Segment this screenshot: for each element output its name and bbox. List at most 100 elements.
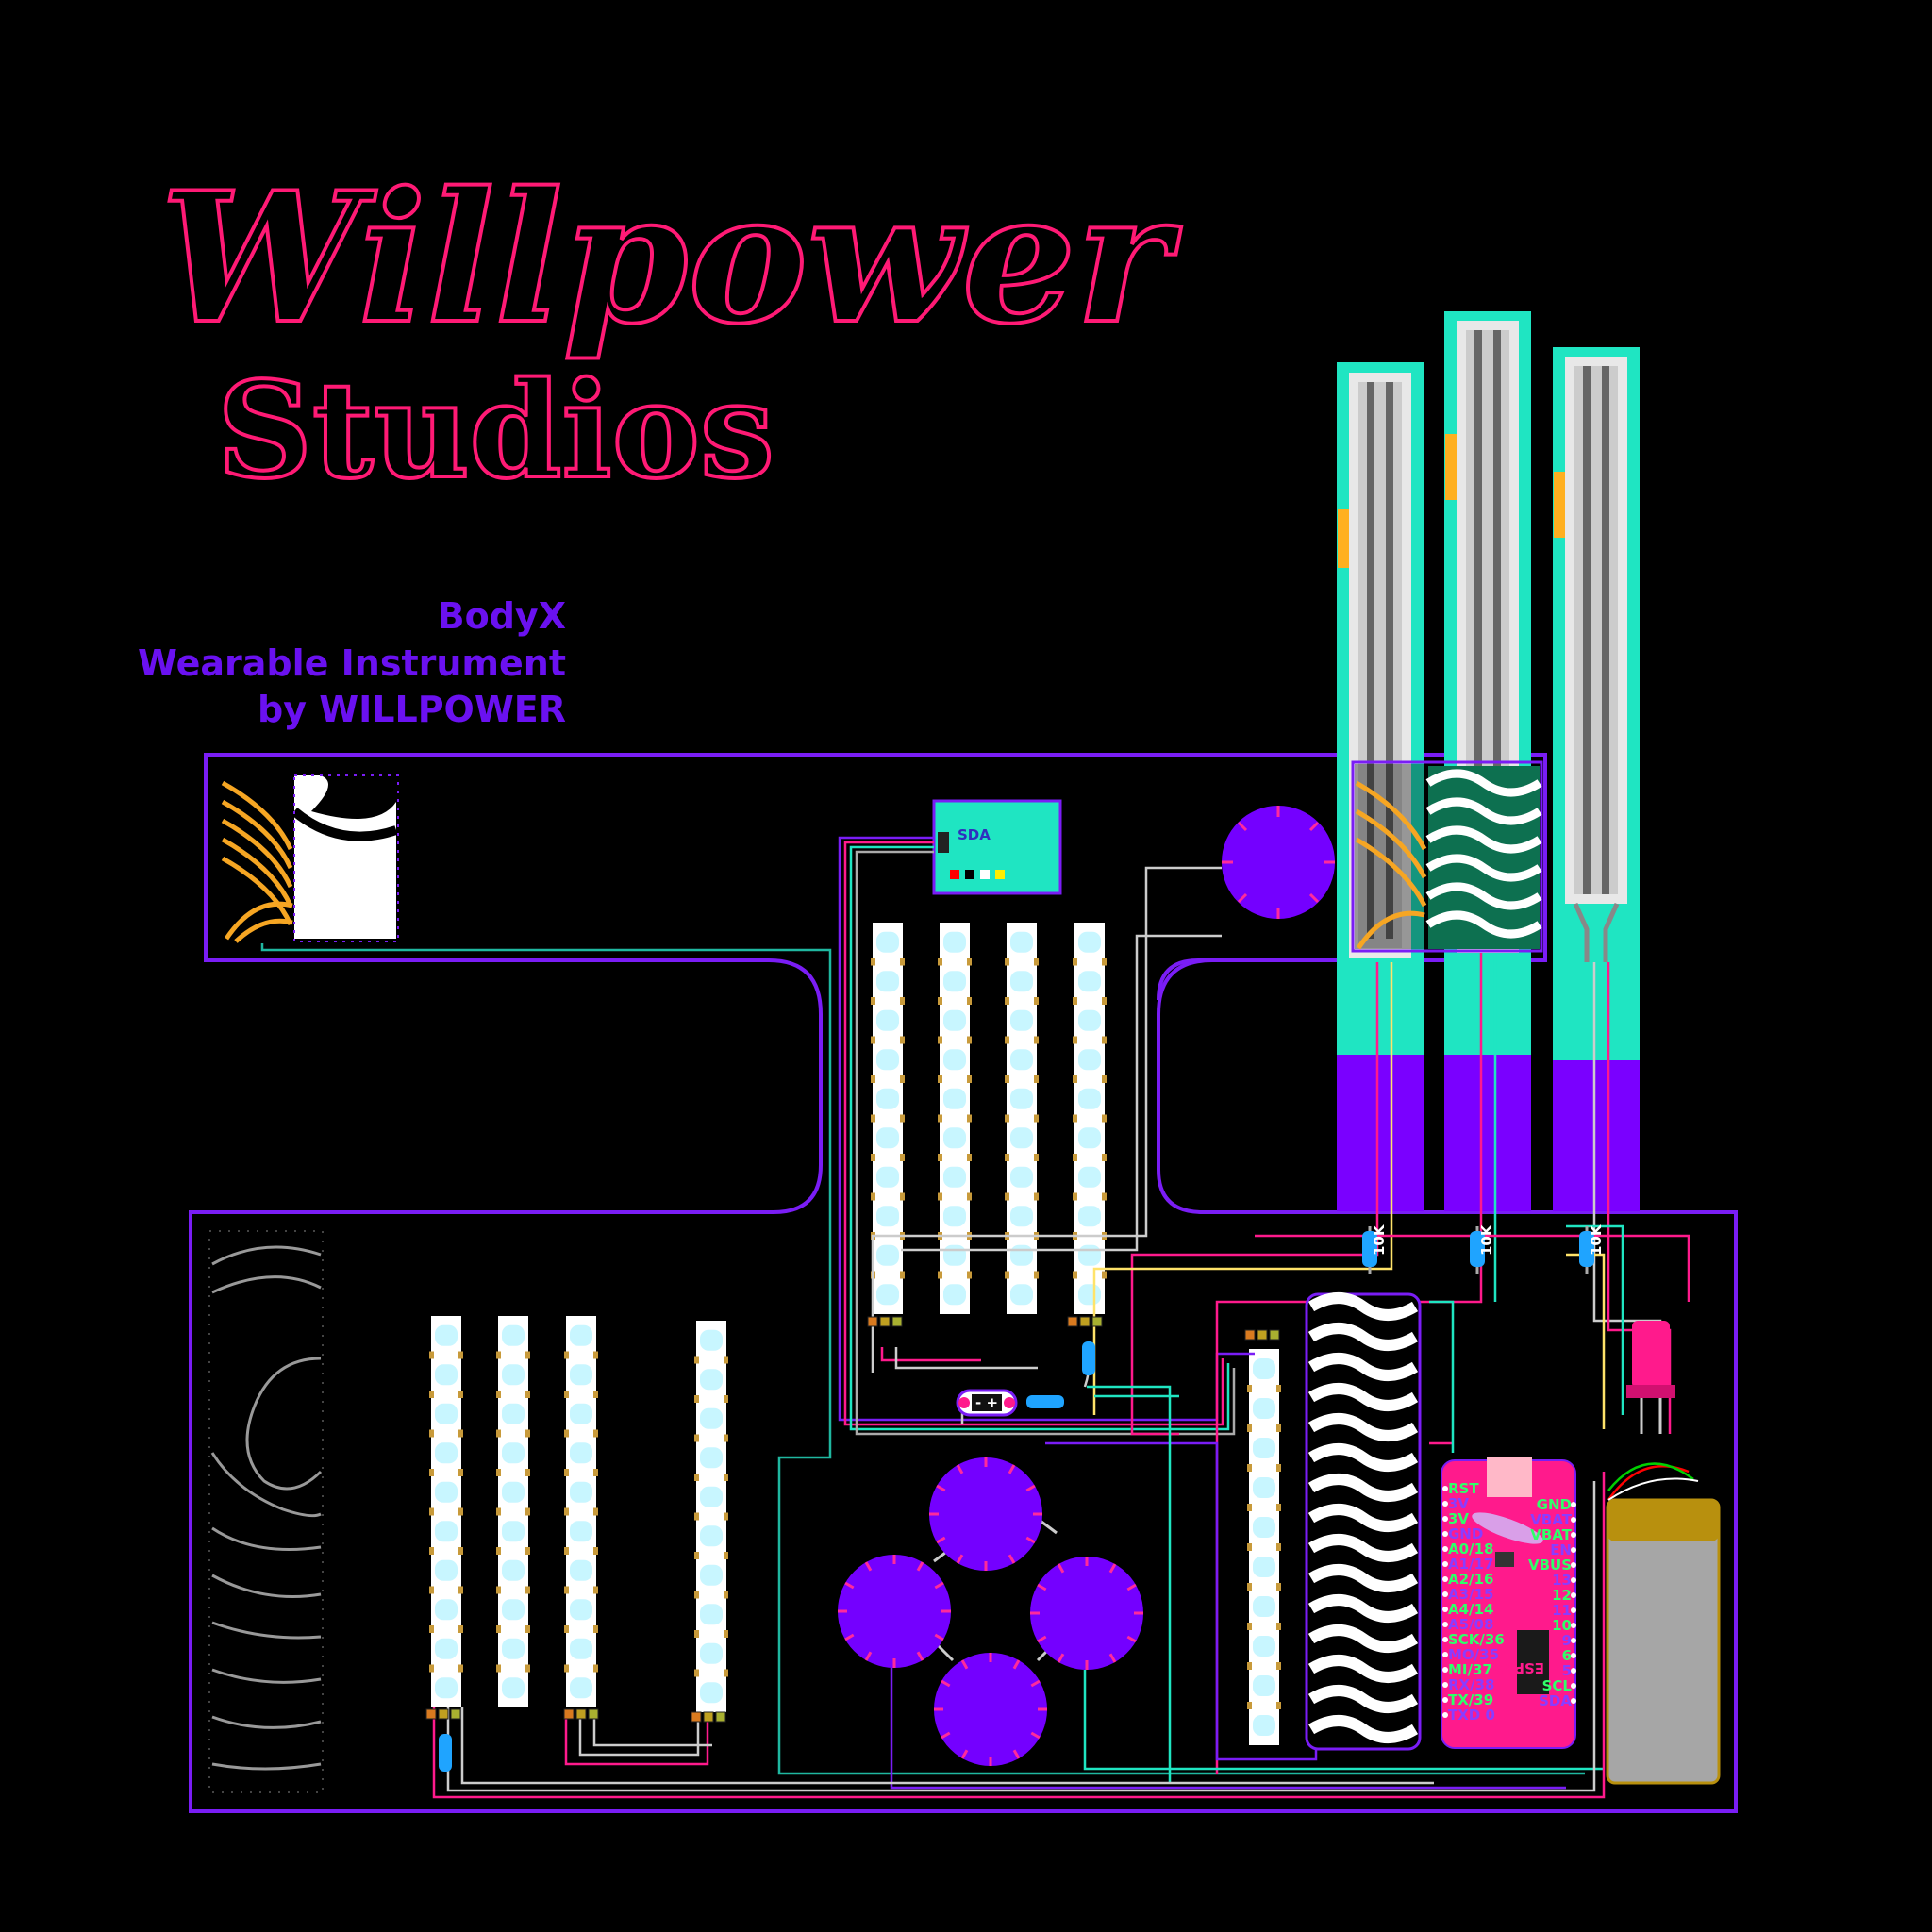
esp32-pin-left: A5/08 <box>1448 1616 1493 1633</box>
led-strips-upper <box>871 923 1107 1314</box>
led-pixel <box>502 1324 525 1346</box>
textile-swatch-left <box>221 774 399 943</box>
esp32-pin-left: A3/15 <box>1448 1586 1493 1603</box>
touch-pad-top <box>1222 806 1335 919</box>
led-pixel <box>1010 1009 1033 1031</box>
battery <box>1606 1462 1721 1785</box>
touch-pad-1 <box>929 1457 1042 1571</box>
esp32-pin-right: VBAT <box>1530 1526 1572 1543</box>
led-pixel <box>1010 1244 1033 1266</box>
led-pixel <box>1253 1477 1275 1498</box>
led-pixel <box>570 1559 592 1581</box>
led-pixel <box>1078 1166 1101 1188</box>
connector-5 <box>691 1711 726 1723</box>
led-pixel <box>943 1244 966 1266</box>
led-pixel <box>943 971 966 992</box>
led-pixel <box>943 1009 966 1031</box>
led-pixel <box>700 1604 723 1625</box>
led-pixel <box>435 1559 458 1581</box>
esp32-pin-right: 10 <box>1552 1617 1572 1634</box>
led-pixel <box>1010 1088 1033 1109</box>
esp32-pin-right: SDA <box>1539 1692 1572 1709</box>
led-pixel <box>570 1521 592 1542</box>
power-switch: - + <box>956 1389 1018 1417</box>
led-pixel <box>700 1682 723 1704</box>
led-pixel <box>943 1127 966 1149</box>
resistor-3: 10K <box>1579 1224 1605 1274</box>
esp32-label: ESP32 S3 <box>1470 1659 1544 1676</box>
led-pixel <box>1010 1049 1033 1071</box>
esp32-pin-left: RX/38 <box>1448 1676 1494 1693</box>
led-pixel <box>435 1481 458 1503</box>
esp32-pin-right: 11 <box>1552 1602 1572 1619</box>
power-switch-symbol: - + <box>975 1394 998 1411</box>
led-pixel <box>502 1677 525 1699</box>
led-pixel <box>435 1364 458 1386</box>
led-strip-upper-1 <box>871 923 905 1314</box>
led-pixel <box>570 1364 592 1386</box>
led-pixel <box>876 931 899 953</box>
led-pixel <box>700 1407 723 1429</box>
textile-swatch-wave <box>1305 1292 1422 1751</box>
led-strip-upper-4 <box>1073 923 1107 1314</box>
led-pixel <box>1253 1358 1275 1379</box>
led-pixel <box>570 1677 592 1699</box>
led-pixel <box>435 1521 458 1542</box>
led-pixel <box>570 1442 592 1464</box>
esp32-board: ESP32 S3 RST3V3VGNDA0/18A1/17A2/16A3/15A… <box>1441 1457 1576 1749</box>
esp32-pin-left: TX/39 <box>1448 1691 1493 1708</box>
subtitle-line-2: Wearable Instrument <box>138 642 566 684</box>
willpower-studios-logo: Willpower Studios <box>158 151 1184 510</box>
resistor-2-label: 10K <box>1478 1224 1495 1256</box>
led-pixel <box>570 1324 592 1346</box>
sensor-module: SDA <box>932 799 1062 895</box>
led-pixel <box>502 1364 525 1386</box>
flex-sensor-1 <box>1337 362 1424 1211</box>
led-pixel <box>570 1638 592 1659</box>
led-pixel <box>570 1481 592 1503</box>
led-strip-lower-3 <box>564 1316 598 1707</box>
led-pixel <box>700 1525 723 1547</box>
esp32-pin-right: VBAT <box>1530 1511 1572 1528</box>
touch-pad-3 <box>1030 1557 1143 1670</box>
led-strip-lower-5 <box>1247 1349 1281 1745</box>
touch-pad-4 <box>934 1653 1047 1766</box>
subtitle-line-1: BodyX <box>437 595 566 637</box>
textile-swatch-top-right <box>1351 760 1543 953</box>
wiring <box>260 836 1690 1799</box>
led-pixel <box>943 931 966 953</box>
led-pixel <box>700 1369 723 1391</box>
led-pixel <box>1253 1398 1275 1419</box>
led-pixel <box>1078 931 1101 953</box>
esp32-pin-right: VBUS <box>1528 1557 1572 1574</box>
esp32-pin-left: A2/16 <box>1448 1571 1493 1588</box>
led-pixel <box>1010 1166 1033 1188</box>
led-pixel <box>700 1329 723 1351</box>
led-pixel <box>1078 1284 1101 1306</box>
led-pixel <box>876 1009 899 1031</box>
textile-swatch-topographic <box>208 1230 324 1793</box>
led-pixel <box>700 1486 723 1507</box>
led-pixel <box>435 1638 458 1659</box>
resistor-group: 10K 10K 10K <box>439 1224 1605 1772</box>
led-pixel <box>502 1559 525 1581</box>
led-pixel <box>876 1244 899 1266</box>
led-pixel <box>435 1677 458 1699</box>
led-pixel <box>876 1284 899 1306</box>
led-pixel <box>502 1403 525 1424</box>
upper-enclosure-outline <box>189 753 1738 1813</box>
led-pixel <box>943 1049 966 1071</box>
led-pixel <box>1253 1675 1275 1696</box>
led-pixel <box>1253 1715 1275 1736</box>
esp32-pin-left: MO/35 <box>1448 1646 1499 1663</box>
led-pixel <box>1078 1206 1101 1227</box>
led-pixel <box>435 1403 458 1424</box>
led-pixel <box>943 1166 966 1188</box>
led-pixel <box>943 1284 966 1306</box>
capacitor <box>1626 1321 1675 1434</box>
touch-pad-2 <box>838 1555 951 1668</box>
esp32-pin-right: 13 <box>1552 1572 1572 1589</box>
led-pixel <box>1253 1557 1275 1577</box>
led-pixel <box>570 1599 592 1621</box>
